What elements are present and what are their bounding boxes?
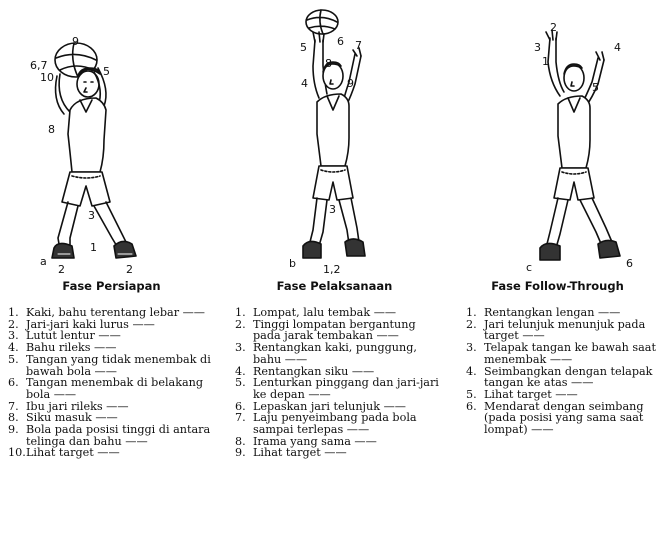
step-number: 10. [8,447,26,459]
figure-number: 7 [355,40,362,51]
figure-number: 4 [614,42,621,53]
list-item: 10.Lihat target —— [8,447,216,459]
step-text: Tangan menembak di belakang bola —— [26,377,216,400]
step-number: 1. [8,307,26,319]
step-text: Rentangkan kaki, punggung, bahu —— [253,342,439,365]
figure-number: 1,2 [323,264,341,275]
step-text: Lihat target —— [26,447,216,459]
player-illustration-follow-through [446,2,669,272]
figure-number: 9 [72,36,79,47]
step-number: 3. [466,342,484,365]
figure-letter: b [289,258,296,269]
figure-letter: a [40,256,47,267]
step-text: Lenturkan pinggang dan jari-jari ke depa… [253,377,439,400]
step-number: 2. [466,319,484,342]
figure-number: 5 [300,42,307,53]
figure-number: 8 [325,58,332,69]
figure-number: 6 [337,36,344,47]
list-item: 6.Tangan menembak di belakang bola —— [8,377,216,400]
step-number: 6. [8,377,26,400]
figure-number: 10 [40,72,54,83]
figure-number: 1 [542,56,549,67]
phase-title: Fase Persiapan [0,279,223,293]
step-text: Lihat target —— [253,447,439,459]
figure-number: 2 [550,22,557,33]
figure-number: 6,7 [30,60,48,71]
step-number: 5. [8,354,26,377]
step-number: 9. [8,424,26,447]
player-illustration-pelaksanaan [223,2,446,272]
figure-follow-through: 2 3 1 4 5 6 c [446,2,669,272]
step-text: Telapak tangan ke bawah saat menembak —— [484,342,664,365]
step-number: 6. [466,401,484,436]
step-text: Kaki, bahu terentang lebar —— [26,307,216,319]
step-text: Tinggi lompatan bergantung pada jarak te… [253,319,439,342]
list-item: 7.Laju penyeimbang pada bola sampai terl… [235,412,439,435]
phase-title: Fase Follow-Through [446,279,669,293]
steps-list: 1.Rentangkan lengan —— 2.Jari telunjuk m… [466,307,664,436]
list-item: 4.Seimbangkan dengan telapak tangan ke a… [466,366,664,389]
phase-pelaksanaan: 5 6 7 8 4 9 3 1,2 b Fase Pelaksanaan 1.L… [223,0,446,544]
figure-number: 4 [301,78,308,89]
list-item: 9.Bola pada posisi tinggi di antara teli… [8,424,216,447]
step-number: 5. [235,377,253,400]
figure-number: 5 [103,66,110,77]
list-item: 5.Lihat target —— [466,389,664,401]
list-item: 1.Kaki, bahu terentang lebar —— [8,307,216,319]
step-number: 2. [235,319,253,342]
step-number: 7. [235,412,253,435]
step-text: Mendarat dengan seimbang (pada posisi ya… [484,401,664,436]
player-illustration-persiapan [0,2,223,272]
steps-list: 1.Lompat, lalu tembak —— 2.Tinggi lompat… [235,307,439,459]
list-item: 3.Telapak tangan ke bawah saat menembak … [466,342,664,365]
step-number: 5. [466,389,484,401]
step-number: 3. [235,342,253,365]
step-number: 9. [235,447,253,459]
step-number: 4. [466,366,484,389]
figure-number: 2 [126,264,133,275]
phase-persiapan: 9 6,7 10 5 8 3 1 2 2 a Fase Persiapan 1.… [0,0,223,544]
figure-persiapan: 9 6,7 10 5 8 3 1 2 2 a [0,2,223,272]
steps-list: 1.Kaki, bahu terentang lebar —— 2.Jari-j… [8,307,216,459]
step-text: Tangan yang tidak menembak di bawah bola… [26,354,216,377]
figure-number: 3 [534,42,541,53]
figure-number: 8 [48,124,55,135]
list-item: 2.Jari telunjuk menunjuk pada target —— [466,319,664,342]
list-item: 6.Mendarat dengan seimbang (pada posisi … [466,401,664,436]
step-text: Laju penyeimbang pada bola sampai terlep… [253,412,439,435]
figure-number: 3 [329,204,336,215]
figure-pelaksanaan: 5 6 7 8 4 9 3 1,2 b [223,2,446,272]
step-text: Bola pada posisi tinggi di antara teling… [26,424,216,447]
step-text: Lompat, lalu tembak —— [253,307,439,319]
list-item: 3.Rentangkan kaki, punggung, bahu —— [235,342,439,365]
list-item: 5.Lenturkan pinggang dan jari-jari ke de… [235,377,439,400]
step-text: Seimbangkan dengan telapak tangan ke ata… [484,366,664,389]
list-item: 1.Lompat, lalu tembak —— [235,307,439,319]
list-item: 5.Tangan yang tidak menembak di bawah bo… [8,354,216,377]
step-text: Rentangkan lengan —— [484,307,664,319]
phase-follow-through: 2 3 1 4 5 6 c Fase Follow-Through 1.Rent… [446,0,669,544]
step-number: 1. [235,307,253,319]
figure-number: 9 [347,78,354,89]
list-item: 9.Lihat target —— [235,447,439,459]
step-number: 1. [466,307,484,319]
phase-title: Fase Pelaksanaan [223,279,446,293]
figure-number: 5 [592,82,599,93]
list-item: 1.Rentangkan lengan —— [466,307,664,319]
figure-number: 6 [626,258,633,269]
figure-number: 1 [90,242,97,253]
step-text: Jari telunjuk menunjuk pada target —— [484,319,664,342]
figure-number: 2 [58,264,65,275]
figure-number: 3 [88,210,95,221]
step-text: Lihat target —— [484,389,664,401]
list-item: 2.Tinggi lompatan bergantung pada jarak … [235,319,439,342]
figure-letter: c [526,262,532,273]
